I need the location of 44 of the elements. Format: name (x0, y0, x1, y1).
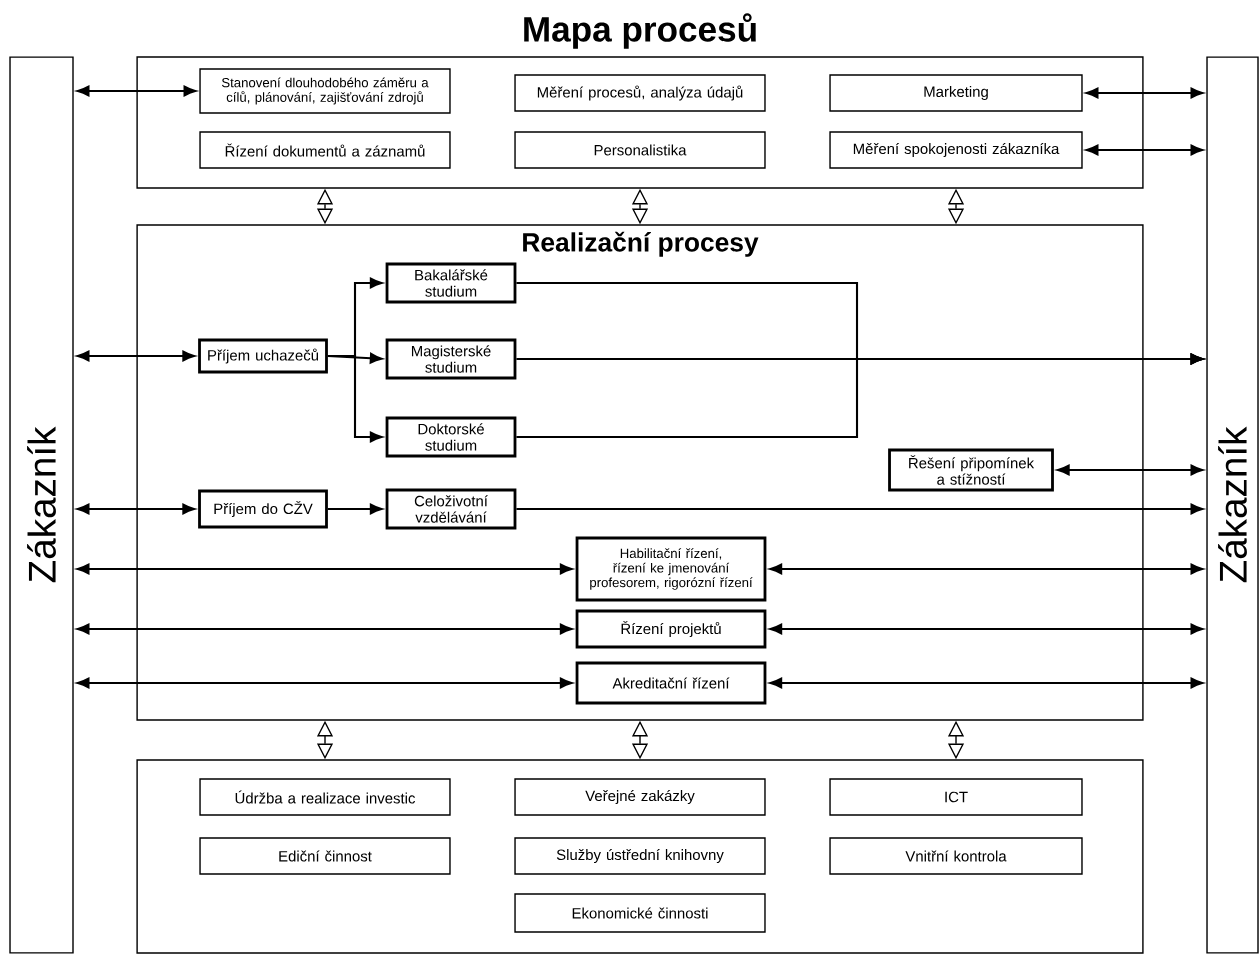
process-box: Akreditační řízení (575, 661, 767, 705)
process-box: Bakalářské studium (385, 262, 517, 304)
process-box: Ediční činnost (199, 837, 451, 875)
process-box: Habilitační řízení, řízení ke jmenování profesorem, rigorózní řízení (575, 536, 767, 602)
customer-band: Zákazník (9, 56, 74, 954)
process-box: Doktorské studium (385, 416, 517, 458)
process-panel (136, 759, 1144, 954)
arrow (76, 350, 195, 362)
arrow (1057, 464, 1204, 476)
arrow (769, 623, 1204, 635)
process-box: Ekonomické činnosti (514, 893, 766, 933)
arrow (76, 623, 573, 635)
arrow (769, 563, 1204, 575)
process-box: Služby ústřední knihovny (514, 837, 766, 875)
arrow (1085, 144, 1204, 156)
process-box: Řízení projektů (575, 609, 767, 649)
process-box: Příjem do CŽV (198, 489, 328, 529)
process-box: Měření procesů, analýza údajů (514, 74, 766, 112)
title: Mapa procesů (524, 13, 756, 49)
process-panel (136, 56, 1144, 189)
process-box: Vnitřní kontrola (829, 837, 1083, 875)
process-box: Personalistika (514, 131, 766, 169)
process-box: Řízení dokumentů a záznamů (199, 131, 451, 169)
customer-band: Zákazník (1206, 56, 1259, 954)
process-box: Řešení připomínek a stížností (888, 448, 1054, 492)
process-box: Údržba a realizace investic (199, 778, 451, 816)
arrow (76, 85, 197, 97)
arrow (76, 677, 573, 689)
arrow (327, 503, 383, 515)
process-box: Celoživotní vzdělávání (385, 488, 517, 530)
process-box: Měření spokojenosti zákazníka (829, 131, 1083, 169)
process-box: Marketing (829, 74, 1083, 112)
arrow (76, 503, 195, 515)
arrow (76, 563, 573, 575)
process-box: Příjem uchazečů (198, 338, 328, 374)
arrow (516, 503, 1204, 515)
arrow (516, 353, 1204, 439)
process-box: ICT (829, 778, 1083, 816)
arrow (769, 677, 1204, 689)
process-box: Stanovení dlouhodobého záměru a cílů, plánování, zajišťování zdrojů (199, 68, 451, 114)
arrow (327, 354, 383, 443)
process-box: Veřejné zakázky (514, 778, 766, 816)
process-box: Magisterské studium (385, 338, 517, 380)
arrow (1085, 87, 1204, 99)
